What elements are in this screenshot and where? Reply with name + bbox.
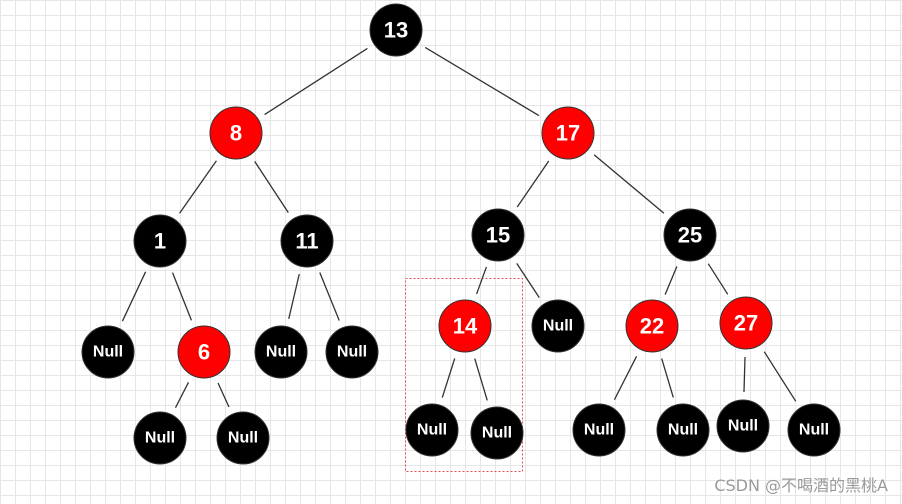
edge-n1-n6 — [171, 272, 193, 321]
node-circle — [209, 106, 263, 160]
node-label: Null — [543, 318, 573, 335]
node-label: 17 — [556, 121, 580, 146]
node-label: 15 — [486, 223, 510, 248]
edge-n14-nl14a — [441, 358, 456, 398]
tree-node-n27: 27 — [719, 296, 773, 350]
node-circle — [133, 214, 187, 268]
tree-node-nl1a: Null — [81, 325, 135, 379]
edge-n8-n11 — [254, 161, 289, 213]
node-circle — [625, 299, 679, 353]
node-circle — [531, 299, 585, 353]
edge-n14-nl14b — [474, 358, 488, 401]
tree-node-nl14a: Null — [405, 403, 459, 457]
node-label: 11 — [295, 229, 318, 254]
tree-node-nl11b: Null — [325, 325, 379, 379]
tree-node-n15: 15 — [471, 208, 525, 262]
tree-node-n1: 1 — [133, 214, 187, 268]
edge-n25-n22 — [664, 266, 678, 295]
node-circle — [369, 3, 423, 57]
node-label: 1 — [154, 229, 166, 254]
edge-n11-nl11a — [288, 273, 300, 320]
node-circle — [663, 208, 717, 262]
node-circle — [254, 325, 308, 379]
node-label: 22 — [640, 314, 664, 339]
tree-node-n17: 17 — [541, 106, 595, 160]
tree-node-nl6a: Null — [133, 411, 187, 465]
node-circle — [81, 325, 135, 379]
edge-n22-nl22a — [613, 355, 638, 401]
node-label: 13 — [384, 18, 408, 43]
tree-node-nl6b: Null — [216, 411, 270, 465]
tree-node-n22: 22 — [625, 299, 679, 353]
node-circle — [325, 325, 379, 379]
edge-n17-n15 — [516, 160, 550, 208]
tree-node-n6: 6 — [177, 325, 231, 379]
node-label: Null — [266, 344, 296, 361]
tree-node-nl15b: Null — [531, 299, 585, 353]
node-circle — [280, 214, 334, 268]
node-label: Null — [337, 344, 367, 361]
edge-n27-nl27a — [743, 356, 746, 393]
node-circle — [133, 411, 187, 465]
tree-node-nl22a: Null — [572, 403, 626, 457]
node-circle — [719, 296, 773, 350]
node-label: 14 — [453, 314, 478, 339]
node-label: Null — [145, 430, 175, 447]
node-circle — [716, 399, 770, 453]
node-label: Null — [584, 422, 614, 439]
highlight-box — [405, 278, 523, 472]
node-label: Null — [93, 344, 123, 361]
tree-node-nl27a: Null — [716, 399, 770, 453]
node-label: Null — [728, 418, 758, 435]
node-label: Null — [799, 422, 829, 439]
node-circle — [438, 299, 492, 353]
edge-n22-nl22b — [661, 358, 674, 398]
tree-node-nl22b: Null — [656, 403, 710, 457]
node-label: Null — [228, 430, 258, 447]
tree-node-n25: 25 — [663, 208, 717, 262]
edge-n6-nl6b — [217, 382, 230, 408]
tree-node-n8: 8 — [209, 106, 263, 160]
edge-n25-n27 — [707, 263, 729, 295]
tree-node-nl14b: Null — [470, 406, 524, 460]
edge-n1-nl1a — [121, 271, 147, 322]
node-circle — [177, 325, 231, 379]
node-circle — [572, 403, 626, 457]
node-circle — [405, 403, 459, 457]
node-circle — [656, 403, 710, 457]
edge-n15-nl15b — [516, 263, 540, 298]
tree-node-n13: 13 — [369, 3, 423, 57]
edge-n13-n17 — [424, 46, 540, 117]
tree-node-n11: 11 — [280, 214, 334, 268]
edge-n17-n25 — [593, 154, 665, 214]
tree-node-n14: 14 — [438, 299, 492, 353]
edge-n27-nl27b — [763, 351, 797, 402]
node-circle — [787, 403, 841, 457]
edge-n11-nl11b — [319, 272, 340, 321]
node-label: Null — [482, 425, 512, 442]
node-circle — [471, 208, 525, 262]
tree-node-nl11a: Null — [254, 325, 308, 379]
node-circle — [216, 411, 270, 465]
node-circle — [541, 106, 595, 160]
tree-node-nl27b: Null — [787, 403, 841, 457]
edge-n13-n8 — [264, 47, 368, 116]
edge-n15-n14 — [475, 266, 488, 295]
tree-edges — [121, 46, 797, 409]
node-circle — [470, 406, 524, 460]
edge-n6-nl6a — [174, 381, 190, 409]
node-label: 27 — [734, 311, 758, 336]
node-label: Null — [668, 422, 698, 439]
node-label: 6 — [198, 340, 210, 365]
watermark: CSDN @不喝酒的黑桃A — [714, 476, 888, 495]
node-label: 25 — [678, 223, 702, 248]
node-label: Null — [417, 422, 447, 439]
node-label: 8 — [230, 121, 242, 146]
edge-n8-n1 — [179, 160, 217, 214]
